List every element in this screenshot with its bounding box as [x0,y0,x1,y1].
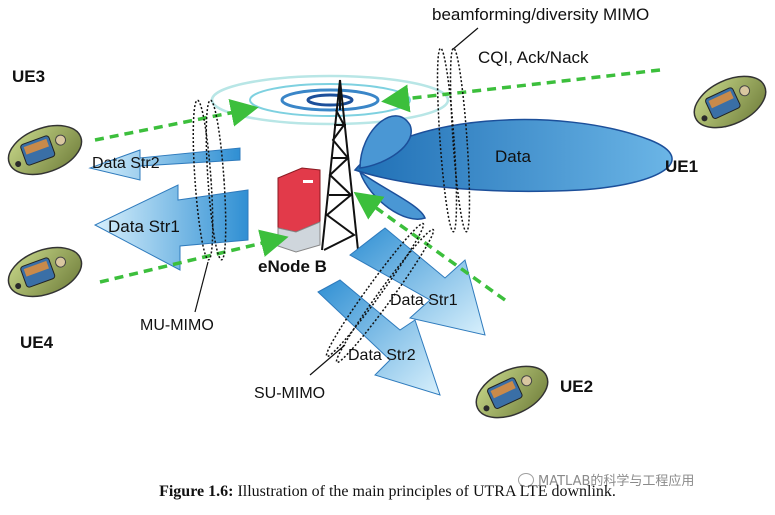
data-str1-left-label: Data Str1 [108,217,180,236]
leader-lines [194,27,479,376]
enodeb-cabinet [277,167,321,253]
data-str2-right-label: Data Str2 [348,347,416,364]
enodeb-label: eNode B [258,257,327,276]
beamforming-beam [353,115,673,220]
ue1-device [685,65,775,139]
beamforming-marker [436,47,471,233]
cqi-label: CQI, Ack/Nack [478,48,589,67]
ue2-device [467,355,557,429]
watermark: MATLAB的科学与工程应用 [518,470,694,489]
ue1-label: UE1 [665,157,698,176]
enodeb-tower [321,79,359,251]
mu-mimo-label: MU-MIMO [140,317,214,334]
data-label: Data [495,147,531,166]
su-mimo-marker [325,222,435,364]
su-mimo-label: SU-MIMO [254,385,325,402]
feedback-lines [94,68,661,302]
data-str2-left-label: Data Str2 [92,155,160,172]
data-str1-right-label: Data Str1 [390,292,458,309]
ue3-label: UE3 [12,67,45,86]
watermark-text: MATLAB的科学与工程应用 [538,474,695,489]
mu-mimo-marker [192,99,227,261]
ue4-label: UE4 [20,333,54,352]
ue4-device [1,237,89,307]
arrow-data-str2-left [88,147,241,181]
ue2-label: UE2 [560,377,593,396]
antenna-rings [210,74,450,126]
caption-prefix: Figure 1.6: [159,483,234,500]
wechat-icon [518,472,534,487]
lte-downlink-diagram: beamforming/diversity MIMO CQI, Ack/Nack… [1,5,775,429]
figure-caption: Figure 1.6: Illustration of the main pri… [0,483,775,501]
beamforming-label: beamforming/diversity MIMO [432,5,649,24]
arrow-data-str1-right [349,227,486,336]
caption-text: Illustration of the main principles of U… [237,483,616,500]
arrow-data-str2-right [317,279,441,396]
ue3-device [1,115,89,185]
